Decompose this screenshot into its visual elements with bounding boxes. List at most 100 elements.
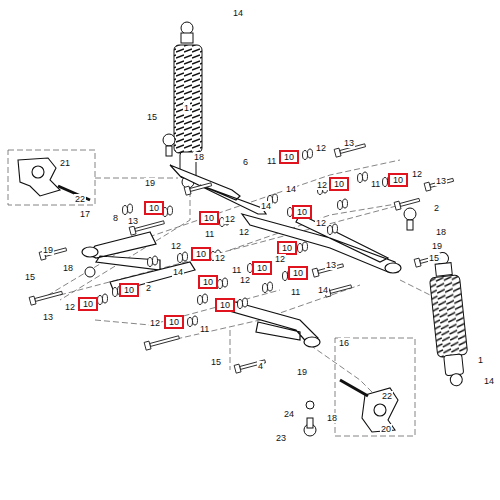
callout-number: 13 xyxy=(325,260,337,270)
bushing-washer xyxy=(98,296,103,305)
shock-spring xyxy=(174,45,202,153)
callout-number: 11 xyxy=(370,179,381,189)
bolt-shaft xyxy=(135,221,165,232)
callout-number: 11 xyxy=(266,156,277,166)
callout-number: 1 xyxy=(477,355,484,365)
guide-line xyxy=(60,205,400,295)
callout-number: 17 xyxy=(79,209,91,219)
bushing-washer xyxy=(303,151,308,160)
callout-box: 10 xyxy=(277,241,297,255)
callout-box: 10 xyxy=(144,201,164,215)
ball-joint-nut xyxy=(306,401,314,409)
bushing-washer xyxy=(343,199,348,208)
bushing-washer xyxy=(383,178,388,187)
a-arms xyxy=(82,165,401,347)
bushing-washer xyxy=(308,149,313,158)
bushing-washer xyxy=(298,244,303,253)
callout-number: 10 xyxy=(334,179,344,189)
right-shock xyxy=(427,251,471,387)
callout-number: 2 xyxy=(433,203,440,213)
callout-number: 12 xyxy=(64,302,76,312)
shock-spring xyxy=(429,275,467,358)
callout-number: 10 xyxy=(149,203,159,213)
bushing-washer xyxy=(123,206,128,215)
callout-number: 8 xyxy=(112,213,119,223)
bolt-shaft xyxy=(330,285,352,294)
bolt-head xyxy=(312,268,319,277)
callout-number: 10 xyxy=(393,175,403,185)
bushing-washer xyxy=(338,201,343,210)
shock-body xyxy=(444,354,464,376)
callout-box: 10 xyxy=(198,275,218,289)
bolt-head xyxy=(29,296,36,305)
callout-number: 12 xyxy=(224,214,236,224)
callout-number: 12 xyxy=(239,275,251,285)
bushing-washer xyxy=(283,272,288,281)
callout-number: 10 xyxy=(297,207,307,217)
callout-number: 12 xyxy=(315,143,327,153)
bolt xyxy=(184,180,212,195)
bushing-washer xyxy=(148,258,153,267)
ball-joint-stud xyxy=(307,418,313,428)
knuckle-bore xyxy=(374,404,386,416)
callout-number: 13 xyxy=(435,176,447,186)
callout-number: 19 xyxy=(42,245,54,255)
callout-number: 12 xyxy=(411,169,423,179)
bushing-washer xyxy=(243,298,248,307)
callout-number: 15 xyxy=(428,253,440,263)
callout-box: 10 xyxy=(252,261,272,275)
bushing-washer xyxy=(113,288,118,297)
bushing-washer xyxy=(183,252,188,261)
callout-number: 18 xyxy=(435,227,447,237)
upper-arm xyxy=(88,232,160,270)
guide-line xyxy=(310,345,375,395)
bolt-head xyxy=(184,186,191,195)
bushing-washer xyxy=(203,294,208,303)
callout-number: 13 xyxy=(42,312,54,322)
guide-line xyxy=(95,178,178,179)
shock-eye xyxy=(181,22,193,34)
knuckle-spindle xyxy=(340,380,368,396)
knuckle xyxy=(18,158,60,196)
ball-joint xyxy=(85,267,95,277)
ball-joint-eye xyxy=(82,247,98,257)
ball-joint-eye xyxy=(385,263,401,273)
callout-number: 10 xyxy=(83,299,93,309)
bushing-washer xyxy=(238,300,243,309)
callout-number: 10 xyxy=(284,152,294,162)
callout-number: 11 xyxy=(204,229,215,239)
upper-arm xyxy=(242,214,398,272)
callout-number: 14 xyxy=(232,8,244,18)
knuckle-frame xyxy=(335,338,415,436)
guide-line xyxy=(60,182,190,300)
shock-cap xyxy=(435,263,452,277)
callout-number: 11 xyxy=(290,287,301,297)
callout-box: 10 xyxy=(292,205,312,219)
bushing-washer xyxy=(273,194,278,203)
callout-number: 22 xyxy=(74,194,86,204)
callout-number: 10 xyxy=(204,213,214,223)
guide-line xyxy=(40,160,400,300)
bolt xyxy=(144,333,180,350)
callout-number: 15 xyxy=(146,112,158,122)
callout-number: 14 xyxy=(285,184,297,194)
callout-number: 14 xyxy=(172,267,184,277)
callout-number: 12 xyxy=(149,318,161,328)
callout-number: 13 xyxy=(343,138,355,148)
ball-joint-stud xyxy=(166,146,172,156)
bushing-washer xyxy=(128,204,133,213)
upper-arm xyxy=(170,165,266,214)
knuckle-frame xyxy=(8,150,95,205)
bushing-washer xyxy=(268,282,273,291)
shock-eye xyxy=(450,373,463,386)
callout-number: 1 xyxy=(183,103,190,113)
callout-number: 19 xyxy=(431,241,443,251)
callout-number: 10 xyxy=(169,317,179,327)
callout-number: 18 xyxy=(62,263,74,273)
bolt xyxy=(234,357,266,373)
bushing-washer xyxy=(178,254,183,263)
callout-number: 20 xyxy=(380,424,392,434)
bolt xyxy=(414,253,440,267)
callout-number: 6 xyxy=(242,157,249,167)
